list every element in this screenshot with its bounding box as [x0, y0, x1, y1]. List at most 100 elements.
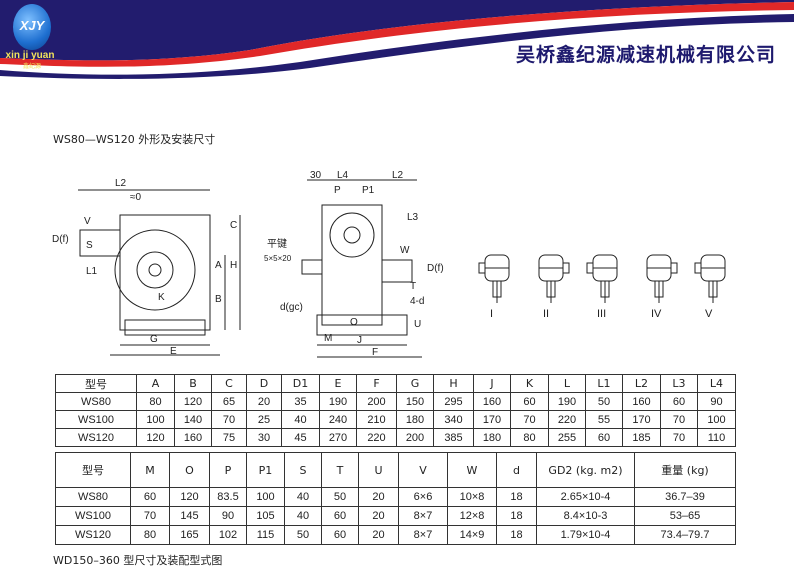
- table-cell: 270: [319, 428, 357, 447]
- table-cell: 50: [284, 525, 322, 545]
- column-header: D1: [281, 374, 320, 393]
- table-cell: 160: [174, 428, 212, 447]
- dim-label: C: [230, 220, 237, 231]
- column-header: A: [136, 374, 175, 393]
- dim-label: H: [230, 260, 237, 271]
- side-view-drawing: 30 L4 P P1 L2 L3 W D(f) 平键 5×5×20 d(gc) …: [264, 170, 444, 358]
- table-cell: 60: [321, 506, 359, 526]
- table-cell: 8.4×10-3: [536, 506, 635, 526]
- table-cell: 100: [136, 410, 175, 429]
- table-cell: 160: [622, 392, 661, 411]
- table-cell: 165: [169, 525, 210, 545]
- column-header: W: [447, 452, 497, 488]
- dim-label: L3: [407, 212, 419, 223]
- table-cell: 25: [246, 410, 282, 429]
- table-cell: 120: [169, 487, 210, 507]
- table-cell: 255: [548, 428, 586, 447]
- dim-label: O: [350, 317, 358, 328]
- table-cell: 20: [358, 525, 399, 545]
- table-cell: 70: [130, 506, 170, 526]
- dim-label: W: [400, 245, 410, 256]
- assembly-types-drawing: I II III IV V: [478, 254, 726, 320]
- table-cell: 60: [321, 525, 359, 545]
- column-header: B: [174, 374, 212, 393]
- table-cell: 110: [697, 428, 736, 447]
- table-cell: 220: [548, 410, 586, 429]
- assembly-label: I: [490, 308, 493, 320]
- dim-label: D(f): [52, 234, 69, 245]
- dim-label: P: [334, 185, 341, 196]
- table-cell: 220: [356, 428, 397, 447]
- column-header: C: [211, 374, 247, 393]
- dim-label: P1: [362, 185, 375, 196]
- table-cell: 140: [174, 410, 212, 429]
- table-cell: 340: [433, 410, 474, 429]
- dim-label: ≈0: [130, 192, 141, 203]
- table-cell: 50: [321, 487, 359, 507]
- table-cell: WS100: [55, 410, 137, 429]
- column-header: T: [321, 452, 359, 488]
- table-cell: WS120: [55, 525, 131, 545]
- column-header: L3: [660, 374, 698, 393]
- column-header: 型号: [55, 452, 131, 488]
- table-cell: 18: [496, 525, 537, 545]
- table-cell: 45: [281, 428, 320, 447]
- table-cell: 83.5: [209, 487, 247, 507]
- table-cell: 6×6: [398, 487, 448, 507]
- table-cell: 12×8: [447, 506, 497, 526]
- table-cell: 73.4–79.7: [634, 525, 736, 545]
- table-cell: 90: [209, 506, 247, 526]
- table-cell: 105: [246, 506, 285, 526]
- table-cell: 120: [174, 392, 212, 411]
- table-cell: 10×8: [447, 487, 497, 507]
- dim-label: D(f): [427, 263, 444, 274]
- logo-mark: XJY: [13, 4, 51, 50]
- front-view-drawing: L2 ≈0 D(f) V S L1 C A H B K G E: [52, 178, 241, 357]
- table-cell: 180: [396, 410, 434, 429]
- table-cell: 20: [358, 506, 399, 526]
- dim-label: 5×5×20: [264, 254, 292, 263]
- dim-label: E: [170, 346, 177, 357]
- table-cell: 18: [496, 487, 537, 507]
- dim-label: J: [357, 335, 362, 346]
- column-header: E: [319, 374, 357, 393]
- table-cell: 40: [281, 410, 320, 429]
- column-header: GD2 (kg. m2): [536, 452, 635, 488]
- column-header: M: [130, 452, 170, 488]
- dim-label: K: [158, 292, 165, 303]
- table-cell: 100: [246, 487, 285, 507]
- section-title: WS80—WS120 外形及安装尺寸: [53, 133, 216, 146]
- table-cell: 185: [622, 428, 661, 447]
- table-cell: 145: [169, 506, 210, 526]
- dim-label: T: [410, 281, 416, 292]
- dim-label: V: [84, 216, 91, 227]
- dim-label: U: [414, 319, 421, 330]
- column-header: G: [396, 374, 434, 393]
- table-cell: 75: [211, 428, 247, 447]
- table-cell: WS100: [55, 506, 131, 526]
- table-cell: 70: [510, 410, 549, 429]
- table-cell: 190: [548, 392, 586, 411]
- dim-label: G: [150, 334, 158, 345]
- table-cell: 80: [510, 428, 549, 447]
- assembly-label: IV: [651, 308, 662, 320]
- table-cell: 240: [319, 410, 357, 429]
- logo-cn: 鑫纪源: [22, 64, 41, 70]
- company-name: 吴桥鑫纪源减速机械有限公司: [515, 44, 776, 66]
- assembly-label: II: [543, 308, 549, 320]
- table-cell: 55: [585, 410, 623, 429]
- column-header: F: [356, 374, 397, 393]
- table-cell: 60: [510, 392, 549, 411]
- table-cell: WS80: [55, 487, 131, 507]
- table-cell: 70: [211, 410, 247, 429]
- column-header: U: [358, 452, 399, 488]
- dim-label: 平键: [267, 237, 287, 250]
- table-cell: 35: [281, 392, 320, 411]
- table-cell: 190: [319, 392, 357, 411]
- dim-label: d(gc): [280, 302, 303, 313]
- logo-en: xin ji yuan: [5, 50, 55, 61]
